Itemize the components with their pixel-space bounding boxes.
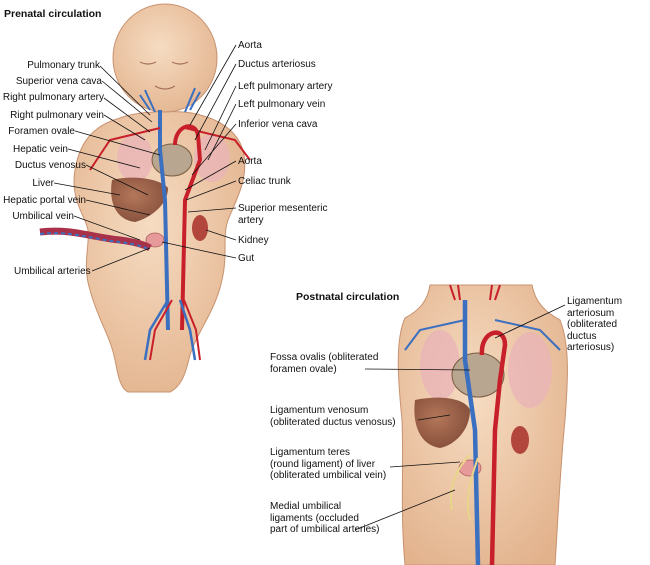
label-left-pulmonary-artery: Left pulmonary artery (238, 81, 333, 93)
label-liver: Liver (32, 178, 54, 190)
postnatal-title: Postnatal circulation (296, 291, 399, 303)
label-celiac-trunk: Celiac trunk (238, 176, 291, 188)
label-ductus-arteriosus: Ductus arteriosus (238, 59, 316, 71)
postnatal-figure (398, 285, 567, 565)
prenatal-kidney (192, 215, 208, 241)
label-ductus-venosus: Ductus venosus (15, 160, 86, 172)
label-left-pulmonary-vein: Left pulmonary vein (238, 99, 325, 111)
prenatal-head (113, 4, 217, 112)
postnatal-kidney (511, 426, 529, 454)
label-hepatic-vein: Hepatic vein (13, 144, 68, 156)
label-umbilical-vein: Umbilical vein (12, 211, 74, 223)
label-inferior-vena-cava: Inferior vena cava (238, 119, 318, 131)
label-ligamentum-teres: Ligamentum teres (round ligament) of liv… (270, 447, 386, 482)
label-aorta-top: Aorta (238, 40, 262, 52)
label-fossa-ovalis: Fossa ovalis (obliterated foramen ovale) (270, 352, 378, 375)
label-ligamentum-venosum: Ligamentum venosum (obliterated ductus v… (270, 405, 396, 428)
label-gut: Gut (238, 253, 254, 265)
label-foramen-ovale: Foramen ovale (8, 126, 75, 138)
label-medial-umbilical-ligaments: Medial umbilical ligaments (occluded par… (270, 501, 379, 536)
label-right-pulmonary-artery: Right pulmonary artery (3, 92, 104, 104)
prenatal-right-lung (117, 134, 153, 182)
label-pulmonary-trunk: Pulmonary trunk (27, 60, 100, 72)
postnatal-left-lung (508, 332, 552, 408)
label-ligamentum-arteriosum: Ligamentum arteriosum (obliterated ductu… (567, 296, 622, 354)
postnatal-right-lung (420, 330, 460, 400)
label-umbilical-arteries: Umbilical arteries (14, 266, 91, 278)
label-hepatic-portal-vein: Hepatic portal vein (3, 195, 86, 207)
label-aorta-mid: Aorta (238, 156, 262, 168)
label-superior-vena-cava: Superior vena cava (16, 76, 102, 88)
label-right-pulmonary-vein: Right pulmonary vein (10, 110, 104, 122)
label-superior-mesenteric-artery: Superior mesenteric artery (238, 203, 327, 226)
prenatal-title: Prenatal circulation (4, 8, 101, 20)
postnatal-heart (452, 353, 504, 397)
label-kidney: Kidney (238, 235, 269, 247)
